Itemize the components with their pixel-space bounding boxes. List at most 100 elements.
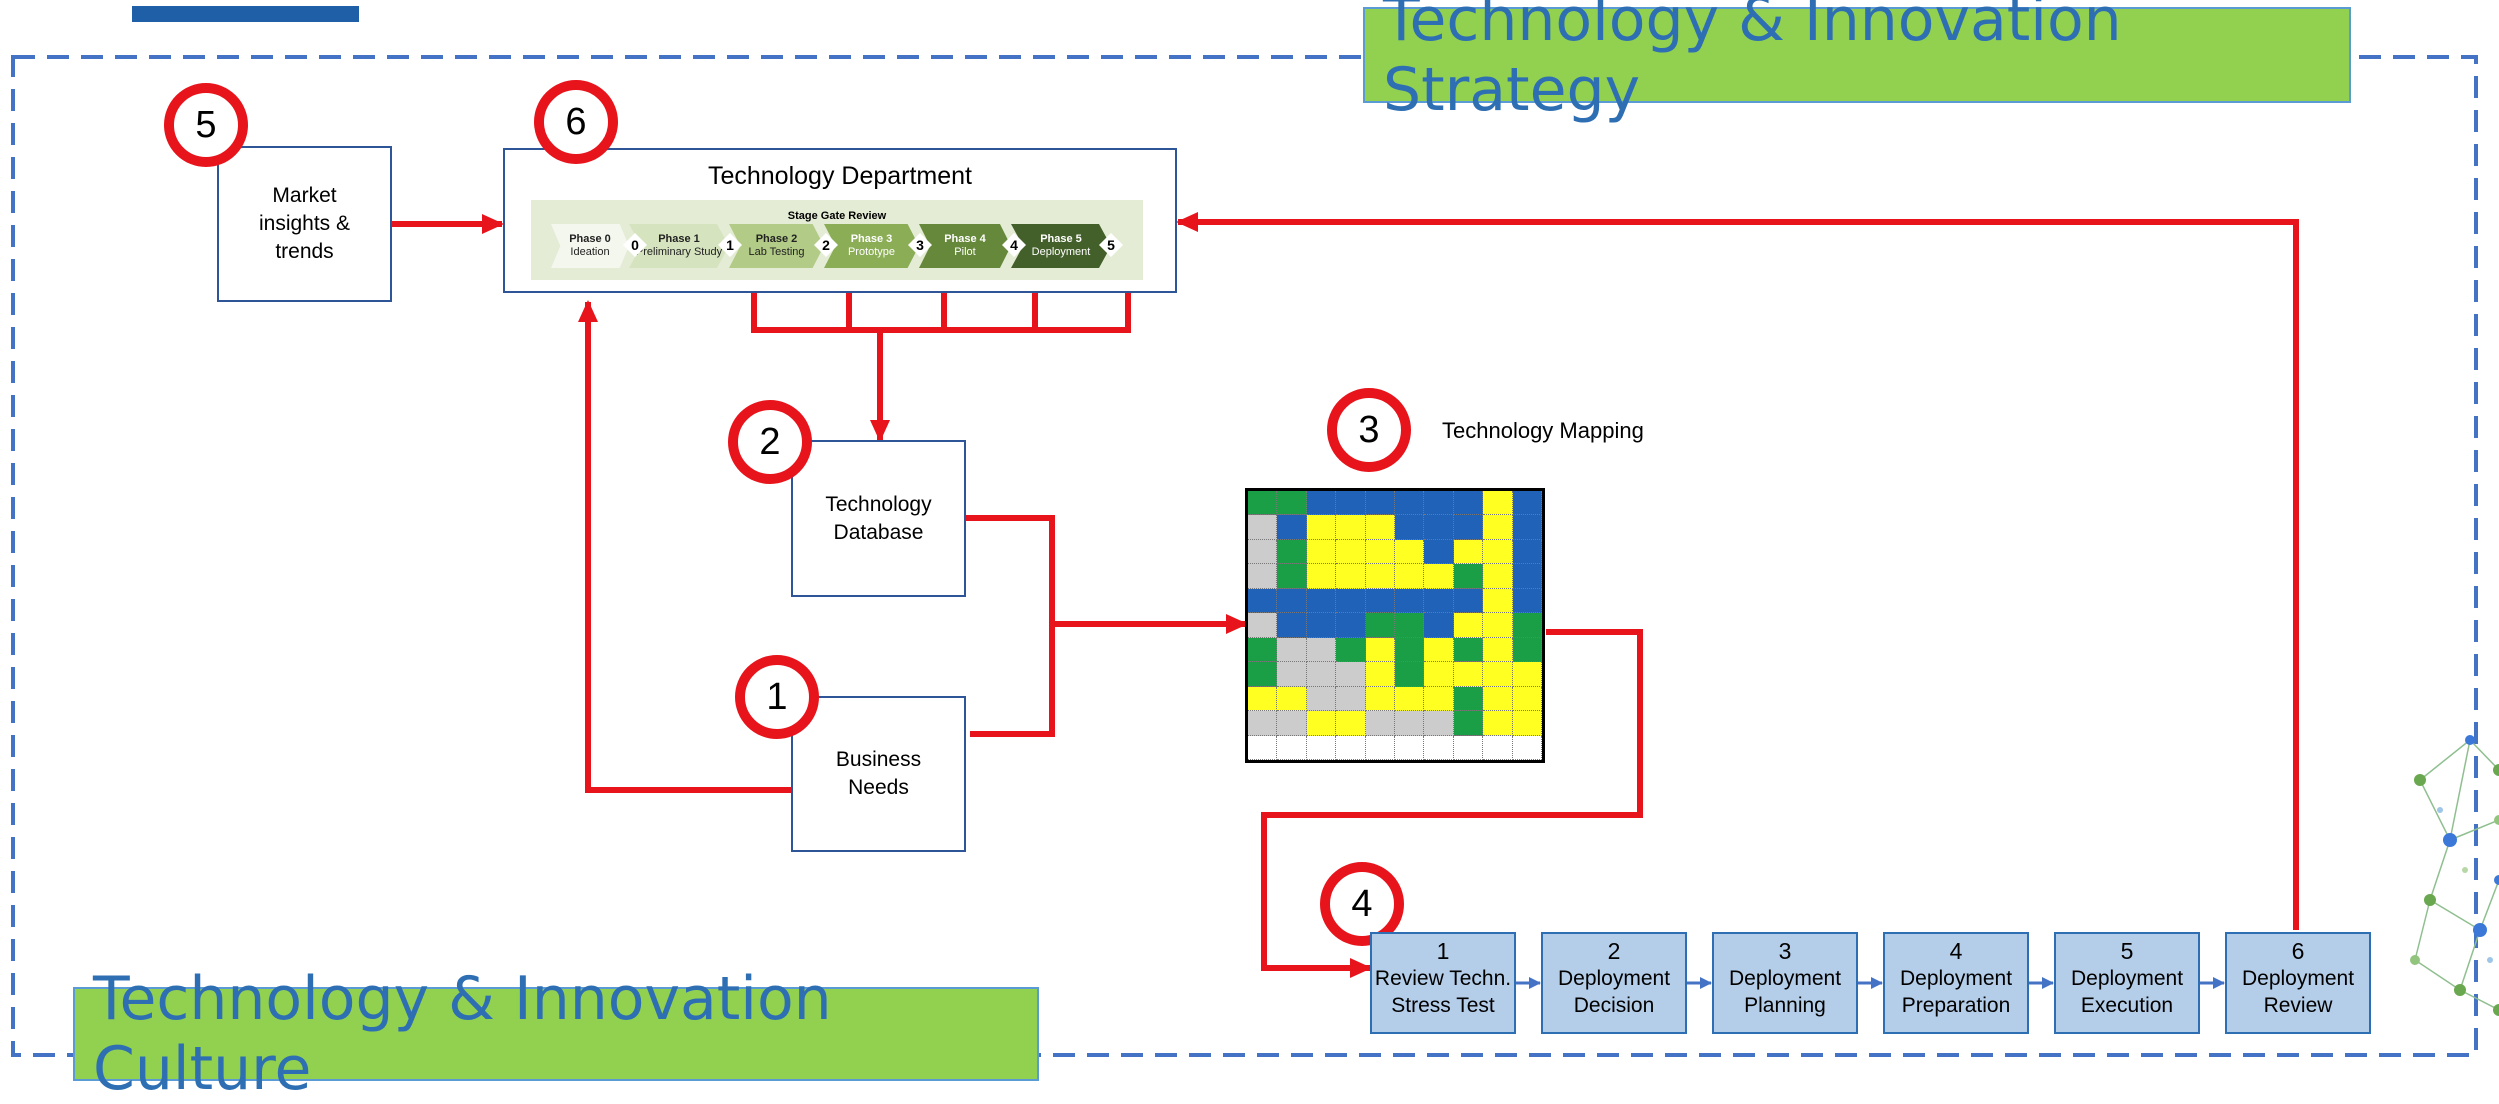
step-number: 5 xyxy=(2120,938,2134,964)
stage-gate-title: Stage Gate Review xyxy=(787,210,887,222)
badge-3: 3 xyxy=(1327,388,1411,472)
mapping-cell xyxy=(1483,588,1513,614)
mapping-cell xyxy=(1453,686,1484,712)
mapping-cell xyxy=(1306,564,1337,589)
mapping-cell xyxy=(1512,564,1542,589)
gate-number: 0 xyxy=(631,237,639,253)
mapping-cell xyxy=(1483,515,1513,540)
gate-number: 2 xyxy=(822,237,830,253)
mapping-cell xyxy=(1512,662,1542,687)
mapping-cell xyxy=(1453,662,1484,687)
mapping-cell xyxy=(1512,637,1542,663)
badge-2: 2 xyxy=(728,400,812,484)
step-line2: Review xyxy=(2263,994,2333,1017)
mapping-cell xyxy=(1306,491,1337,516)
mapping-cell xyxy=(1453,491,1484,516)
tech-department-box: Technology Department Stage Gate Review … xyxy=(503,148,1177,293)
connector-database-merge xyxy=(966,515,1055,737)
mapping-cell xyxy=(1453,515,1484,540)
arrow-needs-to-techdept xyxy=(578,300,792,793)
mapping-cell xyxy=(1365,491,1395,516)
mapping-cell xyxy=(1248,539,1278,565)
mapping-cell xyxy=(1394,711,1425,736)
step-number: 4 xyxy=(1949,938,1963,964)
mapping-cell xyxy=(1336,637,1366,663)
mapping-cell xyxy=(1424,662,1454,687)
mapping-cell xyxy=(1277,539,1307,565)
mapping-cell xyxy=(1336,735,1366,760)
mapping-cell xyxy=(1336,491,1366,516)
mapping-cell xyxy=(1306,711,1337,736)
step-line1: Deployment xyxy=(2241,967,2355,990)
mapping-cell xyxy=(1483,637,1513,663)
mapping-cell xyxy=(1336,515,1366,540)
mapping-cell xyxy=(1483,564,1513,589)
mapping-cell xyxy=(1248,711,1278,736)
mapping-cell xyxy=(1248,735,1278,760)
mapping-cell xyxy=(1424,515,1454,540)
network-graphic xyxy=(2414,739,2499,1011)
gate-bus-connector xyxy=(751,262,1131,333)
step-number: 2 xyxy=(1607,938,1621,964)
tech-department-title: Technology Department xyxy=(707,162,973,190)
phase-desc: Lab Testing xyxy=(748,246,805,258)
badge-1: 1 xyxy=(735,655,819,739)
mapping-cell xyxy=(1306,515,1337,540)
mapping-cell xyxy=(1512,515,1542,540)
mapping-cell xyxy=(1277,588,1307,614)
step-line2: Execution xyxy=(2080,994,2174,1017)
mapping-cell xyxy=(1306,613,1337,638)
technology-mapping-grid xyxy=(1245,488,1545,763)
dashed-frame xyxy=(11,55,2478,1057)
mapping-cell xyxy=(1483,735,1513,760)
mapping-cell xyxy=(1483,539,1513,565)
step-line1: Deployment xyxy=(1728,967,1842,990)
mapping-cell xyxy=(1453,735,1484,760)
badge-5: 5 xyxy=(164,83,248,167)
mapping-cell xyxy=(1453,613,1484,638)
mapping-cell xyxy=(1365,686,1395,712)
mapping-cell xyxy=(1365,735,1395,760)
mapping-cell xyxy=(1336,613,1366,638)
mapping-cell xyxy=(1512,491,1542,516)
mapping-cell xyxy=(1248,637,1278,663)
tech-database-box: Technology Database xyxy=(791,440,966,597)
strategy-title-box: Technology & Innovation Strategy xyxy=(1363,0,2351,125)
mapping-cell xyxy=(1483,491,1513,516)
phase-name: Phase 5 xyxy=(1040,233,1082,245)
mapping-cell xyxy=(1394,686,1425,712)
phase-name: Phase 2 xyxy=(755,233,798,245)
mapping-cell xyxy=(1248,613,1278,638)
mapping-cell xyxy=(1277,735,1307,760)
step-number: 1 xyxy=(1436,938,1450,964)
mapping-cell xyxy=(1248,686,1278,712)
mapping-cell xyxy=(1453,539,1484,565)
mapping-cell xyxy=(1365,539,1395,565)
arrow-mapping-to-step1 xyxy=(1261,629,1643,978)
mapping-cell xyxy=(1424,735,1454,760)
culture-title: Technology & Innovation Culture xyxy=(93,964,832,1104)
gate-number: 3 xyxy=(916,237,924,253)
phase-name: Phase 4 xyxy=(944,233,986,245)
mapping-cell xyxy=(1512,539,1542,565)
mapping-cell xyxy=(1306,539,1337,565)
mapping-cell xyxy=(1306,735,1337,760)
mapping-cell xyxy=(1277,637,1307,663)
mapping-cell xyxy=(1394,564,1425,589)
phase-desc: Preliminary Study xyxy=(635,246,723,258)
phase-desc: Prototype xyxy=(847,246,896,258)
business-needs-label: Business Needs xyxy=(835,748,922,799)
mapping-cell xyxy=(1277,491,1307,516)
mapping-cell xyxy=(1248,515,1278,540)
mapping-cell xyxy=(1365,515,1395,540)
step-line1: Deployment xyxy=(1899,967,2013,990)
gate-number: 1 xyxy=(726,237,734,253)
mapping-cell xyxy=(1424,491,1454,516)
mapping-cell xyxy=(1277,662,1307,687)
gate-number: 4 xyxy=(1010,237,1018,253)
